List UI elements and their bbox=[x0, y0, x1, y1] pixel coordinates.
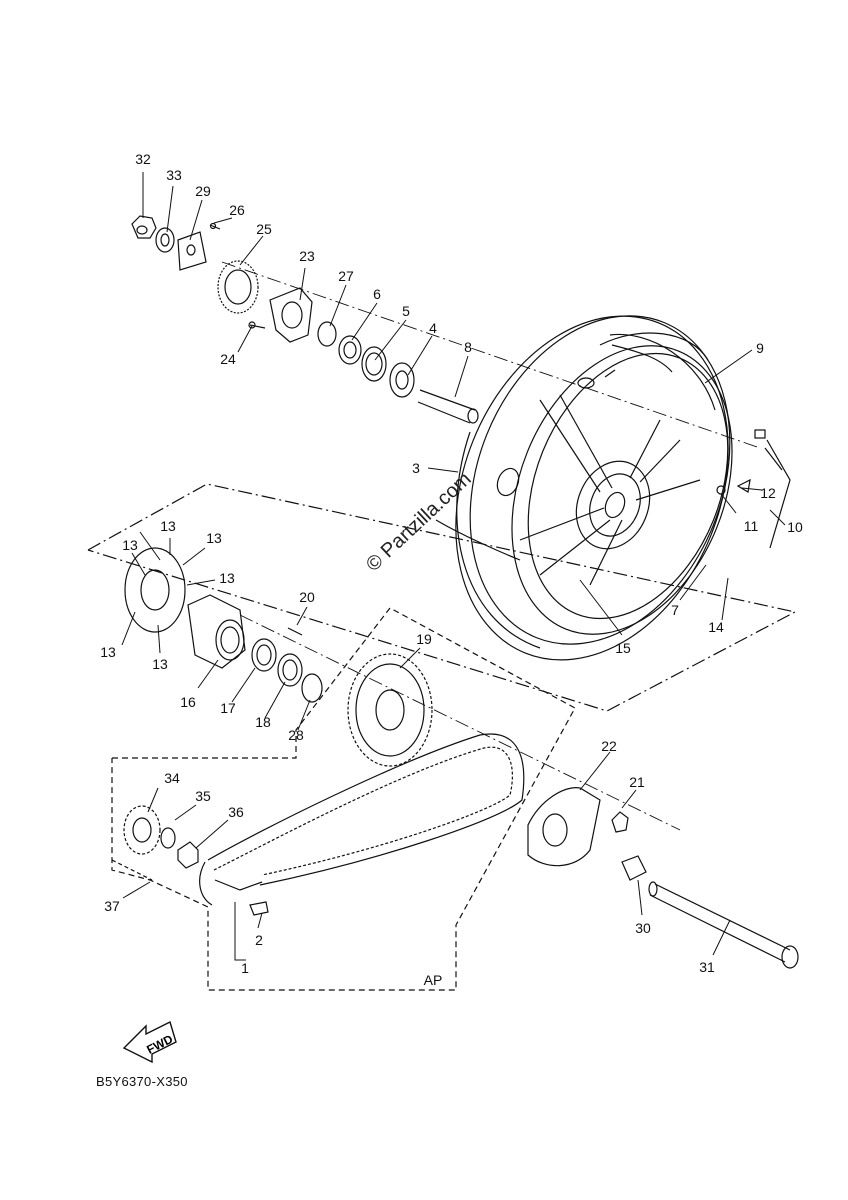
sprocket-carrier bbox=[124, 547, 323, 703]
front-sprocket bbox=[123, 805, 269, 916]
fwd-arrow-icon bbox=[122, 1021, 177, 1064]
callout-18: 18 bbox=[255, 714, 271, 730]
callout-27: 27 bbox=[338, 268, 354, 284]
callout-17: 17 bbox=[220, 700, 236, 716]
callout-13-b: 13 bbox=[122, 537, 138, 553]
callout-2: 2 bbox=[255, 932, 263, 948]
callout-13-a: 13 bbox=[160, 518, 176, 534]
callout-33: 33 bbox=[166, 167, 182, 183]
callout-3: 3 bbox=[412, 460, 420, 476]
callout-36: 36 bbox=[228, 804, 244, 820]
callout-4: 4 bbox=[429, 320, 437, 336]
callout-20: 20 bbox=[299, 589, 315, 605]
callout-13-f: 13 bbox=[152, 656, 168, 672]
rear-sprocket bbox=[347, 653, 433, 767]
wheel-group-outline bbox=[87, 483, 797, 712]
callout-1: 1 bbox=[241, 960, 249, 976]
valve-parts bbox=[716, 429, 791, 549]
callout-10: 10 bbox=[787, 519, 803, 535]
callout-35: 35 bbox=[195, 788, 211, 804]
fwd-label: FWD bbox=[144, 1032, 175, 1057]
callout-37: 37 bbox=[104, 898, 120, 914]
callout-23: 23 bbox=[299, 248, 315, 264]
callout-24: 24 bbox=[220, 351, 236, 367]
callout-9: 9 bbox=[756, 340, 764, 356]
callout-7: 7 bbox=[671, 602, 679, 618]
callout-32: 32 bbox=[135, 151, 151, 167]
ap-label: AP bbox=[423, 972, 443, 988]
callout-13-c: 13 bbox=[206, 530, 222, 546]
callout-29: 29 bbox=[195, 183, 211, 199]
callout-6: 6 bbox=[373, 286, 381, 302]
ap-group-outline bbox=[111, 607, 576, 991]
callout-26: 26 bbox=[229, 202, 245, 218]
callout-5: 5 bbox=[402, 303, 410, 319]
callout-31: 31 bbox=[699, 959, 715, 975]
drive-chain bbox=[199, 733, 525, 906]
callout-13-e: 13 bbox=[100, 644, 116, 660]
rear-wheel bbox=[435, 315, 733, 661]
callout-12: 12 bbox=[760, 485, 776, 501]
callout-11: 11 bbox=[743, 518, 759, 534]
callout-15: 15 bbox=[615, 640, 631, 656]
callout-8: 8 bbox=[464, 339, 472, 355]
diagram-code: B5Y6370-X350 bbox=[96, 1074, 188, 1089]
callout-16: 16 bbox=[180, 694, 196, 710]
callout-14: 14 bbox=[708, 619, 724, 635]
callout-21: 21 bbox=[629, 774, 645, 790]
callout-19: 19 bbox=[416, 631, 432, 647]
callout-25: 25 bbox=[256, 221, 272, 237]
rear-axle bbox=[648, 881, 799, 969]
callout-34: 34 bbox=[164, 770, 180, 786]
caliper-bracket bbox=[527, 787, 647, 881]
upper-parts bbox=[131, 215, 479, 424]
callout-28: 28 bbox=[288, 727, 304, 743]
callout-13-d: 13 bbox=[219, 570, 235, 586]
callout-22: 22 bbox=[601, 738, 617, 754]
callout-30: 30 bbox=[635, 920, 651, 936]
leader-lines bbox=[121, 172, 786, 961]
